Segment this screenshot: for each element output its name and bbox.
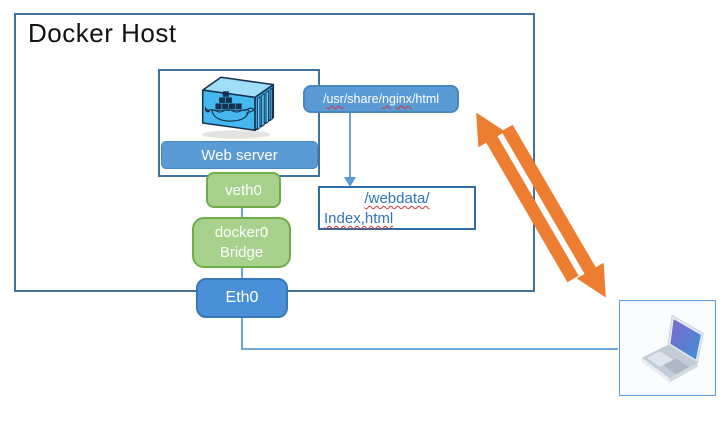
whale-eye: [246, 112, 249, 115]
node-veth0: veth0: [206, 172, 281, 208]
laptop-icon: [641, 314, 704, 383]
docker0-label: docker0: [214, 223, 269, 241]
laptop-screen: [669, 319, 701, 360]
docker-container-icon: [201, 76, 275, 139]
water-wave-line: [206, 109, 250, 113]
whale-tail: [204, 106, 211, 113]
veth0-label: veth0: [225, 181, 262, 199]
laptop-keyboard-patch-1: [646, 351, 673, 367]
container-shadow: [202, 130, 271, 139]
client-box: [619, 300, 716, 396]
eth0-label: Eth0: [225, 289, 259, 306]
webdata-path-text: /webdata/: [364, 190, 430, 207]
webdata-file-box: /webdata/ Index,html: [318, 186, 476, 230]
index-html-text: Index,html: [324, 210, 394, 227]
laptop-keyboard-patch-2: [662, 358, 689, 375]
nginx-path-text: /usr/share/nginx/html: [322, 92, 440, 106]
node-eth0: Eth0: [196, 278, 288, 318]
docker-host-title: Docker Host: [28, 18, 177, 48]
web-server-label: Web server: [161, 141, 318, 169]
container-ribs: [257, 87, 273, 131]
container-body: [201, 76, 275, 132]
web-server-label-text: Web server: [201, 146, 278, 164]
whale-cargo-boxes: [215, 91, 242, 109]
bridge-label: Bridge: [219, 243, 264, 261]
node-docker0-bridge: docker0 Bridge: [192, 217, 291, 268]
nginx-path-label: /usr/share/nginx/html: [303, 85, 459, 113]
laptop-front-edge: [641, 357, 670, 383]
laptop-right-edge: [669, 362, 698, 383]
docker-whale: [204, 91, 255, 122]
